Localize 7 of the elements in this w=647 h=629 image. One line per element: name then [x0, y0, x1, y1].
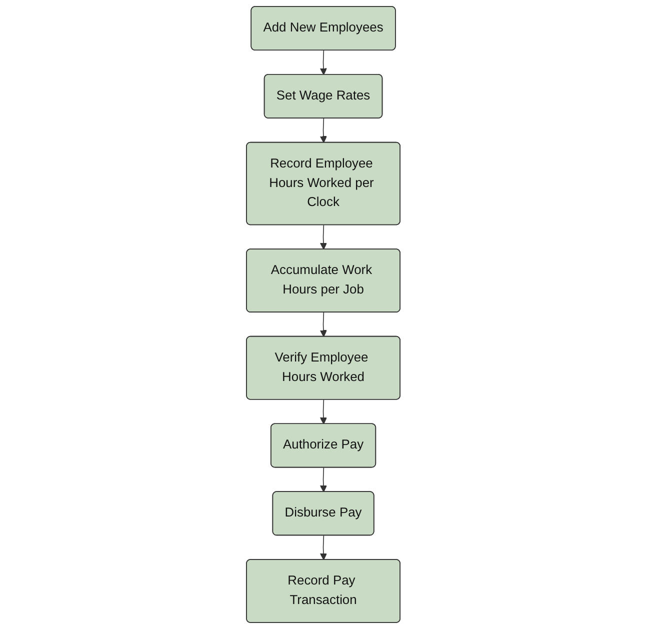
arrow — [320, 312, 328, 338]
arrow — [320, 467, 328, 492]
arrow — [320, 224, 328, 250]
arrow — [320, 118, 328, 144]
arrow — [320, 399, 328, 424]
arrow — [320, 535, 328, 560]
arrow — [320, 50, 328, 76]
